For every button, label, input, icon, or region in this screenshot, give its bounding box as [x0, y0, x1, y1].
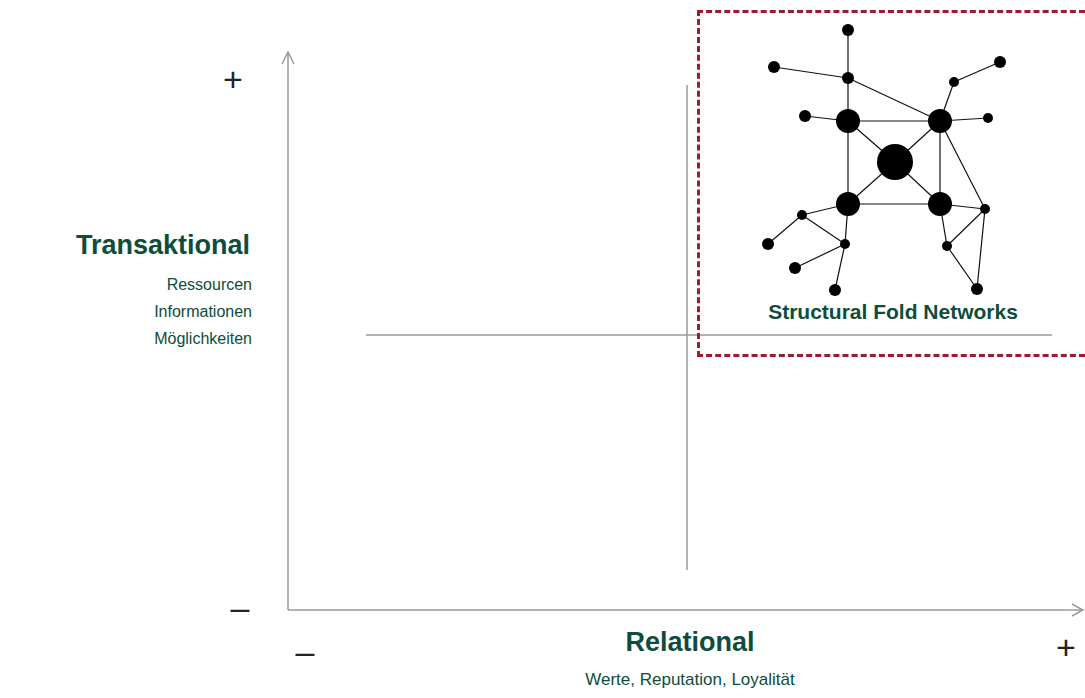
dashed-region: Structural Fold Networks: [697, 10, 1085, 357]
axis-minus: –: [231, 588, 250, 627]
axis-minus: –: [296, 632, 315, 671]
axis-plus: +: [223, 60, 243, 99]
axis-title: Relational: [625, 627, 754, 658]
axis-subtitle: Informationen: [154, 303, 252, 321]
axis-subtitle: Möglichkeiten: [154, 330, 252, 348]
axis-subtitle: Ressourcen: [167, 276, 252, 294]
axis-subtitle: Werte, Reputation, Loyalität: [585, 670, 794, 690]
region-title: Structural Fold Networks: [768, 300, 1018, 324]
axis-plus: +: [1056, 628, 1076, 667]
axis-title: Transaktional: [76, 230, 250, 261]
